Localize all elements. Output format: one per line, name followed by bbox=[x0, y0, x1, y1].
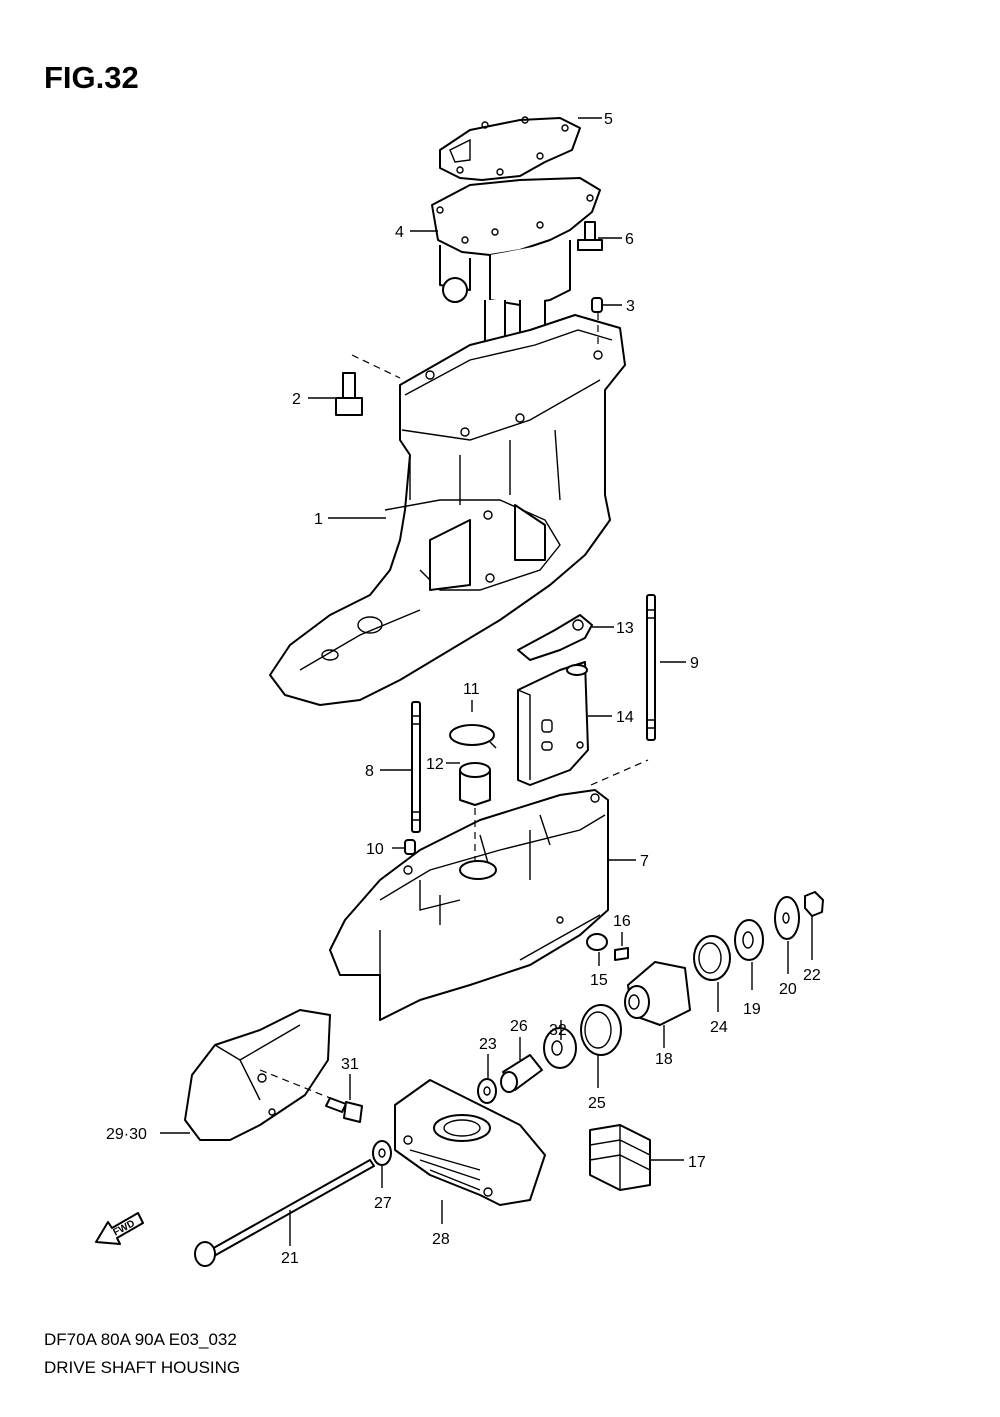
part-16-screw[interactable] bbox=[614, 947, 629, 961]
part-27-washer[interactable] bbox=[372, 1140, 392, 1166]
part-31-bolt[interactable] bbox=[325, 1097, 363, 1123]
part-12-spline-bushing[interactable] bbox=[459, 762, 491, 806]
part-14-exhaust-guide[interactable] bbox=[517, 661, 589, 786]
part-13-seal[interactable] bbox=[517, 614, 593, 661]
figure-title: FIG.32 bbox=[44, 60, 139, 95]
callout-9: 9 bbox=[690, 655, 699, 672]
part-24-collar[interactable] bbox=[693, 935, 731, 981]
part-26-spacer[interactable] bbox=[500, 1054, 543, 1093]
callout-29-30: 29·30 bbox=[106, 1126, 147, 1143]
part-29-30-cover[interactable] bbox=[184, 1009, 331, 1141]
callout-16: 16 bbox=[613, 913, 631, 930]
callout-32: 32 bbox=[549, 1022, 567, 1039]
part-3-dowel-pin[interactable] bbox=[591, 297, 603, 313]
callout-17: 17 bbox=[688, 1154, 706, 1171]
callout-3: 3 bbox=[626, 298, 635, 315]
callout-24: 24 bbox=[710, 1019, 728, 1036]
callout-25: 25 bbox=[588, 1095, 606, 1112]
callout-13: 13 bbox=[616, 620, 634, 637]
part-23-washer[interactable] bbox=[477, 1078, 497, 1104]
callout-7: 7 bbox=[640, 853, 649, 870]
callout-20: 20 bbox=[779, 981, 797, 998]
part-32-washer[interactable] bbox=[543, 1027, 577, 1069]
callout-5: 5 bbox=[604, 111, 613, 128]
part-19-washer[interactable] bbox=[734, 919, 764, 961]
part-21-through-bolt[interactable] bbox=[194, 1159, 375, 1267]
callout-numbers: 5 6 3 4 2 1 13 9 11 14 8 12 10 7 16 15 2… bbox=[106, 111, 821, 1267]
part-20-washer[interactable] bbox=[774, 896, 800, 940]
callout-31: 31 bbox=[341, 1056, 359, 1073]
callout-27: 27 bbox=[374, 1195, 392, 1212]
part-5-gasket[interactable] bbox=[439, 116, 581, 181]
part-22-nut[interactable] bbox=[804, 891, 824, 917]
alignment-lines bbox=[259, 313, 649, 1101]
part-2-bolt[interactable] bbox=[335, 372, 363, 416]
callout-12: 12 bbox=[426, 756, 444, 773]
figure-name: DRIVE SHAFT HOUSING bbox=[44, 1358, 241, 1377]
callout-15: 15 bbox=[590, 972, 608, 989]
part-18-engine-mount[interactable] bbox=[624, 961, 691, 1026]
part-28-mount-bracket[interactable] bbox=[394, 1079, 546, 1206]
part-11-circlip[interactable] bbox=[449, 724, 497, 749]
callout-22: 22 bbox=[803, 967, 821, 984]
callout-10: 10 bbox=[366, 841, 384, 858]
part-25-collar[interactable] bbox=[580, 1004, 622, 1056]
figure-code: DF70A 80A 90A E03_032 bbox=[44, 1330, 237, 1349]
callout-18: 18 bbox=[655, 1051, 673, 1068]
part-1-drive-shaft-housing[interactable] bbox=[269, 314, 626, 706]
callout-8: 8 bbox=[365, 763, 374, 780]
part-6-bolt[interactable] bbox=[577, 221, 603, 251]
part-10-pin[interactable] bbox=[404, 839, 416, 855]
callout-1: 1 bbox=[314, 511, 323, 528]
callout-4: 4 bbox=[395, 224, 404, 241]
fwd-arrow-icon: FWD bbox=[95, 1212, 144, 1245]
part-8-stud[interactable] bbox=[411, 701, 421, 833]
part-7-lower-housing[interactable] bbox=[329, 789, 609, 1021]
part-17-stopper[interactable] bbox=[589, 1124, 651, 1191]
callout-6: 6 bbox=[625, 231, 634, 248]
leader-lines bbox=[160, 117, 813, 1246]
callout-21: 21 bbox=[281, 1250, 299, 1267]
callout-28: 28 bbox=[432, 1231, 450, 1248]
callout-14: 14 bbox=[616, 709, 634, 726]
callout-11: 11 bbox=[463, 681, 480, 698]
part-15-nut[interactable] bbox=[586, 933, 608, 951]
fwd-label: FWD bbox=[111, 1218, 136, 1238]
callout-19: 19 bbox=[743, 1001, 761, 1018]
callout-23: 23 bbox=[479, 1036, 497, 1053]
callout-2: 2 bbox=[292, 391, 301, 408]
callout-26: 26 bbox=[510, 1018, 528, 1035]
part-9-stud[interactable] bbox=[646, 594, 656, 741]
